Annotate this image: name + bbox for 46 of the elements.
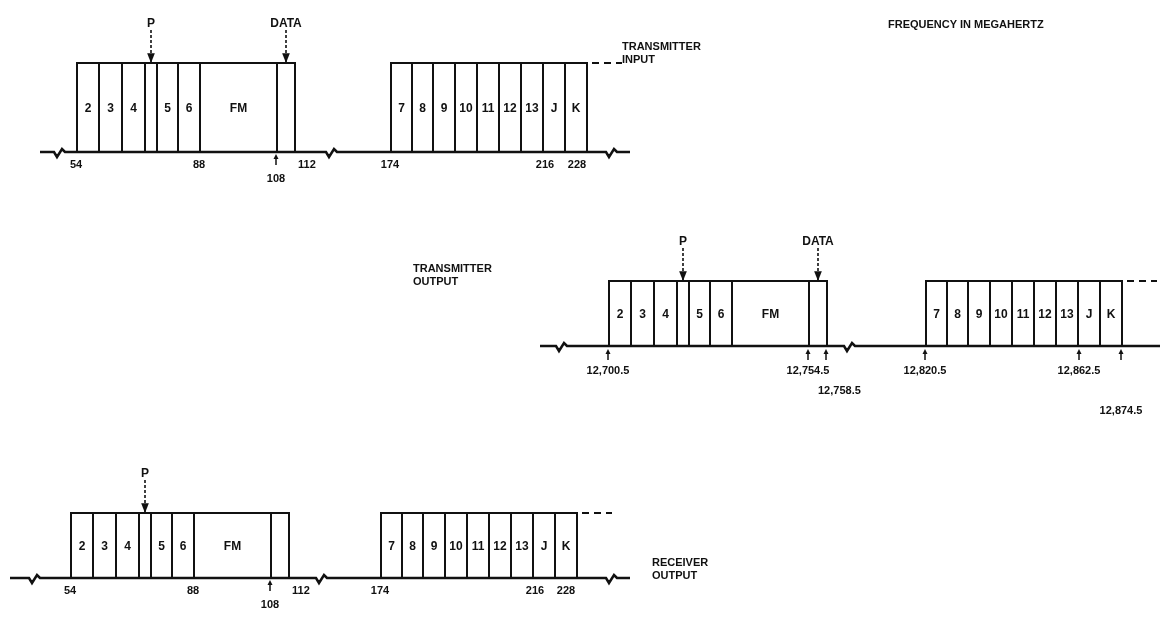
arrow: [147, 29, 155, 63]
frequency-value: 174: [380, 158, 400, 171]
arrow: [141, 479, 149, 513]
frequency-value: 228: [556, 584, 576, 597]
row-label: RECEIVER OUTPUT: [652, 556, 710, 582]
frequency-value: 108: [266, 172, 286, 185]
pointer-label: P: [673, 234, 693, 248]
frequency-value: 12,754.5: [786, 364, 830, 377]
frequency-value: 54: [63, 584, 77, 597]
pointer-label: P: [141, 16, 161, 30]
frequency-value: 88: [192, 158, 206, 171]
frequency-value: 12,820.5: [903, 364, 947, 377]
channel-cell: K: [1099, 280, 1123, 347]
channel-cell: 7: [380, 512, 403, 579]
arrow: [814, 247, 822, 281]
frequency-value: 174: [370, 584, 390, 597]
row-label: TRANSMITTER INPUT: [622, 40, 702, 66]
channel-cell: 7: [925, 280, 948, 347]
frequency-value: 88: [186, 584, 200, 597]
frequency-value: 54: [69, 158, 83, 171]
arrow: [679, 247, 687, 281]
frequency-value: 112: [292, 584, 310, 597]
empty-channel-slot: [808, 280, 828, 347]
channel-cell: 2: [608, 280, 632, 347]
frequency-value: 112: [298, 158, 316, 171]
empty-channel-slot: [276, 62, 296, 153]
frequency-value: 216: [535, 158, 555, 171]
frequency-value: 12,874.5: [1099, 404, 1143, 417]
frequency-value: 12,700.5: [586, 364, 630, 377]
arrow: [282, 29, 290, 63]
frequency-value: 108: [260, 598, 280, 611]
frequency-value: 228: [567, 158, 587, 171]
frequency-value: 12,862.5: [1057, 364, 1101, 377]
channel-cell: 2: [70, 512, 94, 579]
frequency-value: 216: [525, 584, 545, 597]
empty-channel-slot: [270, 512, 290, 579]
pointer-label: DATA: [798, 234, 838, 248]
channel-cell: K: [554, 512, 578, 579]
pointer-label: DATA: [266, 16, 306, 30]
frequency-value: 12,758.5: [818, 384, 861, 397]
channel-cell: K: [564, 62, 588, 153]
channel-cell: 7: [390, 62, 413, 153]
row-label: TRANSMITTER OUTPUT: [413, 262, 493, 288]
channel-cell: 2: [76, 62, 100, 153]
unit-note: FREQUENCY IN MEGAHERTZ: [888, 18, 1044, 31]
pointer-label: P: [135, 466, 155, 480]
